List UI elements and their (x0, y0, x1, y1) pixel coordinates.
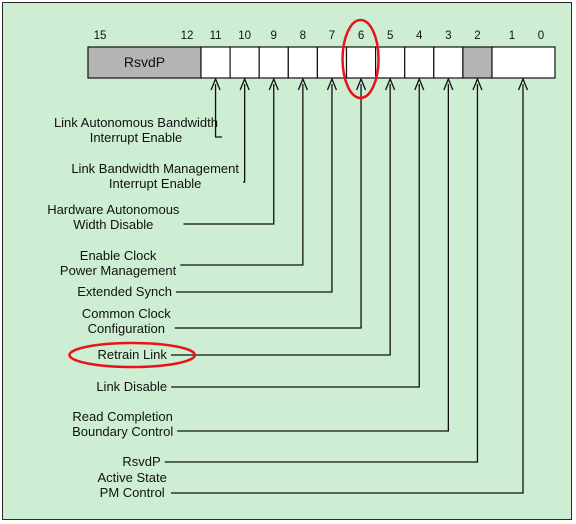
bit-cell-3 (433, 46, 464, 79)
field-label-line: Link Disable (96, 379, 167, 394)
field-label-line: Boundary Control (72, 424, 173, 439)
retrain-link-highlight-ellipse (68, 341, 197, 369)
arrowhead-bit-5 (385, 77, 396, 91)
field-label-line: Active State (98, 470, 167, 485)
field-label-bit-2: RsvdP (122, 454, 160, 469)
arrowhead-bit-10 (239, 77, 250, 91)
connector-bit-9 (183, 84, 275, 225)
arrowhead-bit-9 (268, 77, 279, 91)
connector-bit-4 (171, 84, 420, 388)
field-label-line: Enable Clock (80, 248, 157, 263)
bit-number-5: 5 (387, 30, 393, 42)
field-label-line: Interrupt Enable (109, 176, 202, 191)
bit-number-1: 1 (509, 30, 515, 42)
bit-6-highlight-ellipse (341, 18, 380, 100)
bit-cell-11 (200, 46, 231, 79)
field-label-line: Width Disable (73, 217, 153, 232)
arrowhead-bit-3 (443, 77, 454, 91)
register-bit-fields: RsvdP (87, 46, 556, 79)
bit-number-12: 12 (181, 30, 194, 42)
bit-number-2: 2 (474, 30, 480, 42)
connector-bit-8 (180, 84, 304, 266)
connector-bit-6 (174, 84, 362, 329)
field-label-line: Read Completion (72, 409, 172, 424)
field-label-line: PM Control (100, 485, 165, 500)
bit-cell-9 (258, 46, 289, 79)
bit-number-9: 9 (271, 30, 277, 42)
field-label-line: Retrain Link (98, 347, 168, 362)
arrowhead-bit-2 (472, 77, 483, 91)
bit-cell-1-0 (491, 46, 556, 79)
bit-cell-5 (375, 46, 406, 79)
field-label-bit-5: Retrain Link (98, 347, 168, 362)
bit-number-11: 11 (210, 30, 222, 42)
field-label-bit-4: Link Disable (96, 379, 167, 394)
field-label-line: Common Clock (82, 306, 171, 321)
highlight-marks (68, 18, 380, 369)
bit-number-7: 7 (329, 30, 335, 42)
bit-number-15: 15 (94, 30, 107, 42)
bit-cell-8 (287, 46, 318, 79)
bit-number-8: 8 (300, 30, 306, 42)
connector-bit-5 (170, 84, 391, 356)
bit-number-4: 4 (416, 30, 423, 42)
arrowhead-bit-4 (414, 77, 425, 91)
arrowhead-bit-7 (326, 77, 338, 91)
bit-cell-10 (229, 46, 260, 79)
field-label-bit-7: Extended Synch (77, 284, 172, 299)
field-label-line: Extended Synch (77, 284, 172, 299)
bit-cell-4 (404, 46, 435, 79)
bit-number-6: 6 (358, 30, 364, 42)
bit-cell-2 (462, 46, 493, 79)
arrowhead-bit-8 (297, 77, 308, 91)
connector-bit-3 (177, 84, 450, 432)
field-label-line: Power Management (60, 263, 177, 278)
field-label-line: Link Autonomous Bandwidth (54, 115, 218, 130)
reserved-label: RsvdP (124, 54, 165, 70)
connector-bit-1-0 (170, 84, 524, 494)
arrowhead-bit-1-0 (517, 77, 529, 91)
field-label-line: Configuration (88, 321, 165, 336)
bit-number-3: 3 (445, 30, 451, 42)
field-label-line: Interrupt Enable (90, 130, 183, 145)
bit-cell-6 (345, 46, 377, 79)
arrowhead-bit-11 (210, 77, 221, 91)
bit-number-0: 0 (538, 30, 544, 42)
field-label-line: RsvdP (122, 454, 160, 469)
connector-bit-7 (175, 84, 333, 293)
connector-bit-11 (214, 84, 222, 138)
field-label-line: Hardware Autonomous (47, 202, 180, 217)
reserved-bits-15-12 (87, 46, 202, 79)
arrowhead-bit-6 (355, 77, 367, 91)
connector-bit-10 (243, 84, 246, 183)
field-label-line: Link Bandwidth Management (71, 161, 239, 176)
bit-number-10: 10 (238, 30, 251, 42)
field-connector-lines (164, 77, 529, 494)
connector-bit-2 (164, 84, 479, 463)
